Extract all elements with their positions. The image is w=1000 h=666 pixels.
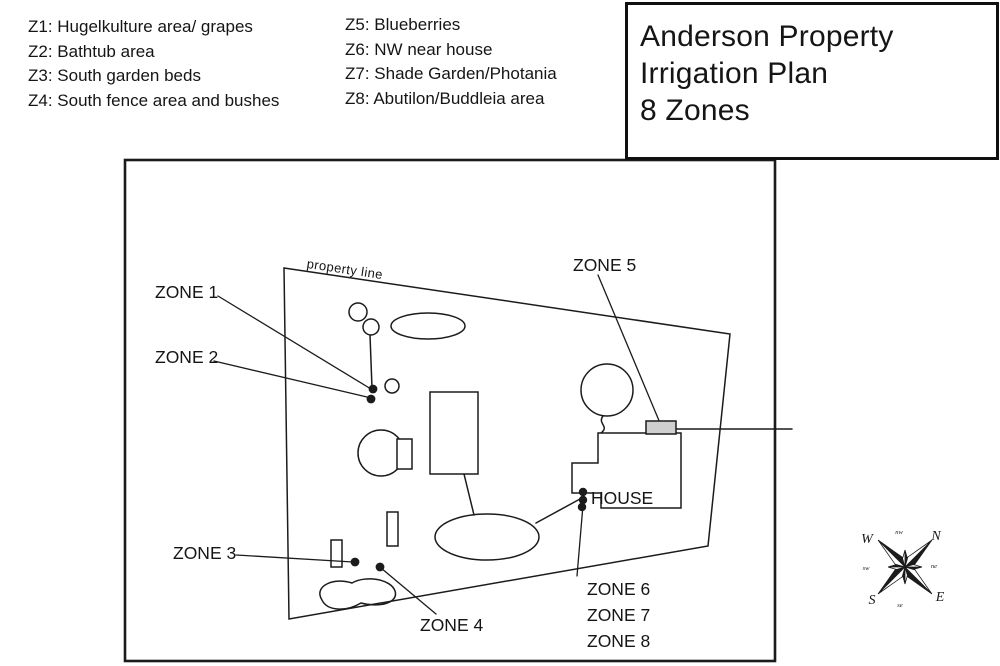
manifold-box <box>645 420 677 435</box>
bushes-blob <box>319 578 397 610</box>
compass-star <box>877 539 933 595</box>
grapes-circle-1 <box>348 302 368 322</box>
valve-dot <box>577 502 587 512</box>
valve-dot <box>578 495 588 505</box>
garden-bar-2 <box>330 539 343 568</box>
zone2-label: ZONE 2 <box>155 347 219 367</box>
zone3-pointer-line <box>235 554 354 563</box>
hugelkulture-ellipse <box>390 312 466 340</box>
compass-n-label: N <box>930 529 941 544</box>
garden-bed-rect <box>429 391 479 475</box>
nw-tree-circle <box>580 363 634 417</box>
bathtub-ledge <box>396 438 413 470</box>
property-boundary <box>283 267 731 620</box>
legend-item-z3: Z3: South garden beds <box>28 66 201 85</box>
valve-dot <box>350 557 360 567</box>
zone1-pointer-line <box>217 295 372 390</box>
legend-column-2: Z5: Blueberries Z6: NW near house Z7: Sh… <box>345 13 557 111</box>
legend-item-z4: Z4: South fence area and bushes <box>28 90 280 110</box>
grapes-circle-2 <box>362 318 380 336</box>
plan-title-line-3: 8 Zones <box>640 94 750 127</box>
compass-s-label: S <box>869 593 876 608</box>
zone6-label: ZONE 6 <box>587 579 651 599</box>
valve-dot <box>578 487 588 497</box>
zone5-label: ZONE 5 <box>573 255 637 275</box>
compass-ne-label: ne <box>931 563 937 570</box>
compass-se-label: se <box>897 602 903 609</box>
zones-6-7-8-pipe <box>576 504 584 577</box>
zone4-pointer-line <box>380 567 437 615</box>
zone8-label: ZONE 8 <box>587 631 651 651</box>
pipe-ellipse-to-house <box>535 498 581 524</box>
pipe-circle-to-house <box>600 415 606 434</box>
legend-item-z5: Z5: Blueberries <box>345 15 461 34</box>
plan-title-line-1: Anderson Property <box>640 20 894 53</box>
legend-column-1: Z1: Hugelkulture area/ grapes Z2: Bathtu… <box>28 15 279 113</box>
compass-e-label: E <box>935 590 945 605</box>
zone7-label: ZONE 7 <box>587 605 651 625</box>
zone4-label: ZONE 4 <box>420 615 484 635</box>
zone5-pointer-line <box>597 274 661 424</box>
zone2-pointer-line <box>213 360 368 398</box>
legend-item-z8: Z8: Abutilon/Buddleia area <box>345 88 545 108</box>
title-box: Anderson Property Irrigation Plan 8 Zone… <box>625 2 999 160</box>
compass-nw-label: nw <box>895 529 903 536</box>
zone3-label: ZONE 3 <box>173 543 237 563</box>
zone1-label: ZONE 1 <box>155 282 219 302</box>
valve-dot <box>375 562 385 572</box>
valve-dot <box>366 394 376 404</box>
garden-bar-1 <box>386 511 399 547</box>
valve-dot <box>368 384 378 394</box>
plan-title-line-2: Irrigation Plan <box>640 57 829 90</box>
legend-item-z6: Z6: NW near house <box>345 39 493 59</box>
pipe-bed-to-ellipse <box>463 473 475 516</box>
valve-circle <box>384 378 400 394</box>
map-border <box>123 158 777 663</box>
house-shape <box>571 432 682 509</box>
compass-sw-label: sw <box>863 565 871 572</box>
valve-dots <box>350 384 588 572</box>
compass-rose: N E S W nw ne se sw <box>861 529 945 609</box>
house-label: HOUSE <box>591 488 654 508</box>
legend-item-z7: Z7: Shade Garden/Photania <box>345 64 557 83</box>
legend-item-z2: Z2: Bathtub area <box>28 41 155 61</box>
legend-item-z1: Z1: Hugelkulture area/ grapes <box>28 17 253 36</box>
compass-w-label: W <box>861 532 874 547</box>
south-garden-ellipse <box>434 513 540 561</box>
zone1-2-pipe <box>369 334 373 389</box>
